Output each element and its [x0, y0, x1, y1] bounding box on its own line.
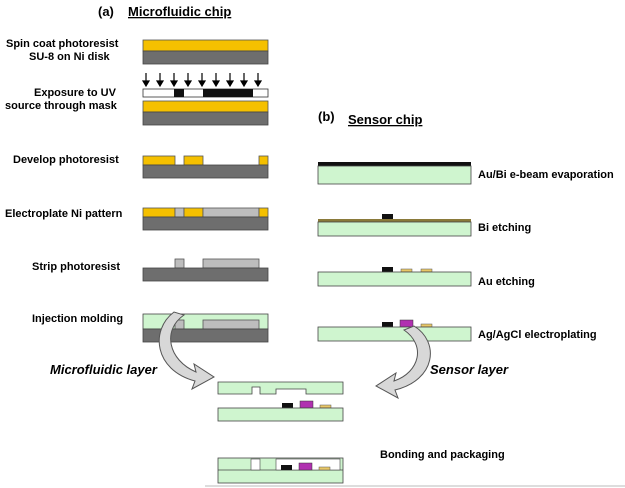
photoresist-layer [142, 39, 269, 52]
nickel-disk [142, 111, 269, 126]
step-evaporation-label: Au/Bi e-beam evaporation [478, 169, 614, 181]
sensor-layer-part [217, 407, 344, 422]
step-electroplate-diagram [142, 207, 269, 231]
panel-b-letter: (b) [318, 109, 335, 124]
step-exposure-label-line1: Exposure to UV [34, 87, 117, 99]
nickel-disk [142, 328, 269, 343]
sensor-substrate [317, 326, 472, 342]
step-au-etching-diagram [317, 267, 472, 287]
nickel-disk [142, 50, 269, 65]
mask-opaque-2 [203, 89, 253, 97]
step-strip-diagram [142, 258, 269, 282]
step-develop-label: Develop photoresist [13, 154, 119, 166]
step-electroplating-label: Ag/AgCl electroplating [478, 329, 597, 341]
step-strip-label: Strip photoresist [32, 261, 120, 273]
nickel-pattern [174, 207, 185, 218]
photoresist-block [258, 155, 269, 166]
gold-pad [420, 268, 433, 273]
agagcl-electrode [399, 319, 414, 328]
panel-b-title: Sensor chip [348, 112, 422, 127]
step-exposure-diagram [141, 73, 269, 126]
exploded-assembly-diagram [217, 381, 344, 422]
photoresist-block [258, 207, 269, 218]
bismuth-pad [281, 465, 292, 470]
sensor-layer-label: Sensor layer [430, 362, 509, 377]
step-spin-coat-diagram [142, 39, 269, 65]
step-spin-coat-label-line2: SU-8 on Ni disk [29, 51, 111, 63]
agagcl-electrode [298, 462, 313, 471]
curved-arrow-left-icon [158, 311, 215, 391]
microfluidic-layer-part [217, 381, 344, 395]
agagcl-electrode [299, 400, 314, 409]
step-develop-diagram [142, 155, 269, 179]
step-injection-label: Injection molding [32, 313, 123, 325]
gold-pad [319, 404, 332, 409]
bonding-packaging-label: Bonding and packaging [380, 449, 505, 461]
photoresist-block [142, 207, 176, 218]
sensor-substrate [317, 221, 472, 237]
step-electroplate-label: Electroplate Ni pattern [5, 208, 123, 220]
nickel-pattern [202, 207, 260, 218]
panel-a-letter: (a) [98, 4, 114, 19]
nickel-pattern [174, 258, 185, 269]
nickel-pattern [202, 319, 260, 330]
gold-film [318, 219, 471, 222]
nickel-disk [142, 216, 269, 231]
mask-opaque-1 [174, 89, 184, 97]
step-bi-etching-diagram [317, 214, 472, 237]
au-bi-film [318, 162, 471, 166]
step-electroplating-diagram [317, 319, 472, 342]
step-au-etching-label: Au etching [478, 276, 535, 288]
gold-pad [400, 268, 413, 273]
gold-pad [318, 466, 331, 471]
step-bi-etching-label: Bi etching [478, 222, 531, 234]
photoresist-block [142, 155, 176, 166]
microfluidic-layer-label: Microfluidic layer [50, 362, 158, 377]
uv-arrows-icon [141, 73, 263, 88]
sensor-substrate [317, 271, 472, 287]
step-evaporation-diagram [317, 162, 472, 185]
sensor-substrate [317, 165, 472, 185]
step-spin-coat-label-line1: Spin coat photoresist [6, 38, 119, 50]
gold-pad [420, 323, 433, 328]
photoresist-layer [142, 100, 269, 113]
bismuth-pad [382, 322, 393, 327]
bonded-device-diagram [217, 457, 344, 484]
panel-a-title: Microfluidic chip [128, 4, 231, 19]
bismuth-pad [382, 214, 393, 219]
inlet-channel [250, 458, 261, 471]
curved-arrow-right-icon [375, 325, 431, 400]
photoresist-block [183, 155, 204, 166]
photoresist-block [183, 207, 204, 218]
nickel-pattern [202, 258, 260, 269]
bismuth-pad [282, 403, 293, 408]
nickel-disk [142, 164, 269, 179]
bismuth-pad [382, 267, 393, 272]
nickel-disk [142, 267, 269, 282]
step-exposure-label-line2: source through mask [5, 100, 118, 112]
